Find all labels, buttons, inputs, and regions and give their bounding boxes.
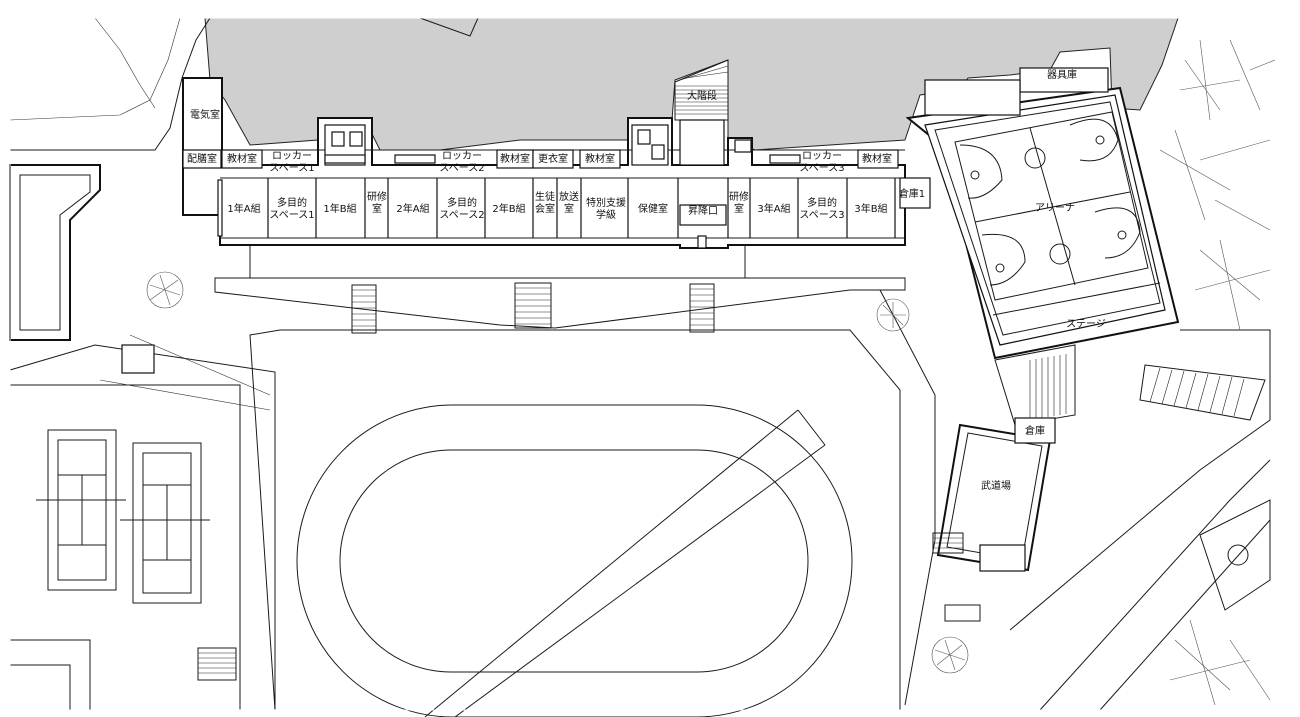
room-label-2a: 2年A組 (396, 204, 430, 215)
path-lines (99, 334, 271, 411)
room-label-seito: 生徒 会室 (535, 192, 555, 215)
room-label-tamoku1: 多目的 スペース1 (269, 198, 315, 221)
room-label-1a: 1年A組 (227, 204, 261, 215)
entrance-door (697, 235, 707, 249)
room-label-3a: 3年A組 (757, 204, 791, 215)
room-label-housou: 放送 室 (559, 192, 579, 215)
room-label-kenshu2: 研修 室 (729, 192, 749, 215)
room-label-arena: アリーナ (1035, 203, 1075, 214)
room-label-2b: 2年B組 (492, 204, 526, 215)
room-label-hoken: 保健室 (638, 204, 668, 215)
room-label-tamoku3: 多目的 スペース3 (799, 198, 845, 221)
room-label-koui: 更衣室 (538, 154, 568, 165)
trees (146, 39, 1276, 706)
stairs-lower-left (197, 647, 237, 681)
room-label-denki: 電気室 (190, 110, 220, 121)
room-label-shoukou: 昇降口 (688, 206, 718, 217)
tennis-courts (36, 429, 210, 604)
north-rooms (182, 124, 899, 169)
room-label-kyozai4: 教材室 (862, 154, 892, 165)
room-label-oukaidan: 大階段 (687, 91, 717, 102)
room-label-1b: 1年B組 (323, 204, 357, 215)
room-label-budojo: 武道場 (981, 481, 1011, 492)
room-label-kyozai2: 教材室 (500, 154, 530, 165)
room-label-tamoku2: 多目的 スペース2 (439, 198, 485, 221)
small-pad (944, 604, 981, 622)
left-building-inner (19, 174, 91, 331)
road-edge (419, 17, 479, 37)
right-marker (1227, 544, 1249, 566)
room-label-kyozai1: 教材室 (227, 154, 257, 165)
stair-hall (679, 119, 725, 166)
right-road (1039, 459, 1271, 711)
room-label-stage: ステージ (1066, 319, 1106, 330)
left-court-inner (10, 384, 241, 710)
running-track (296, 404, 853, 717)
plan-frame (9, 17, 1279, 711)
lower-left-structure (10, 639, 91, 710)
field-retaining-wall (879, 289, 936, 706)
room-label-3b: 3年B組 (854, 204, 888, 215)
room-label-locker2: ロッカー スペース2 (439, 151, 485, 174)
room-label-souko2: 倉庫 (1025, 426, 1045, 437)
room-label-locker3: ロッカー スペース3 (799, 151, 845, 174)
site-edge-left (10, 17, 211, 151)
room-label-haizen: 配膳室 (187, 154, 217, 165)
right-structure (1199, 499, 1271, 611)
budojo-building (936, 417, 1056, 572)
room-label-locker1: ロッカー スペース1 (269, 151, 315, 174)
terrace-edge (249, 245, 746, 278)
room-label-kiguko: 器具庫 (1047, 70, 1077, 81)
classroom-partitions (217, 178, 896, 238)
room-label-kyozai3: 教材室 (585, 154, 615, 165)
entrance-hall (679, 204, 727, 226)
gym-bridge (994, 344, 1076, 426)
grand-stairs (674, 59, 729, 121)
room-label-tokubetsu: 特別支援 学級 (586, 198, 626, 221)
room-label-souko1: 倉庫1 (898, 189, 926, 200)
front-terrace (214, 277, 906, 329)
right-stairs (1139, 364, 1266, 421)
small-shed (121, 344, 155, 374)
terrace-steps (351, 282, 715, 334)
room-label-kenshu1: 研修 室 (367, 192, 387, 215)
gymnasium (899, 67, 1180, 360)
contour (94, 17, 156, 109)
budojo-steps (932, 532, 964, 554)
